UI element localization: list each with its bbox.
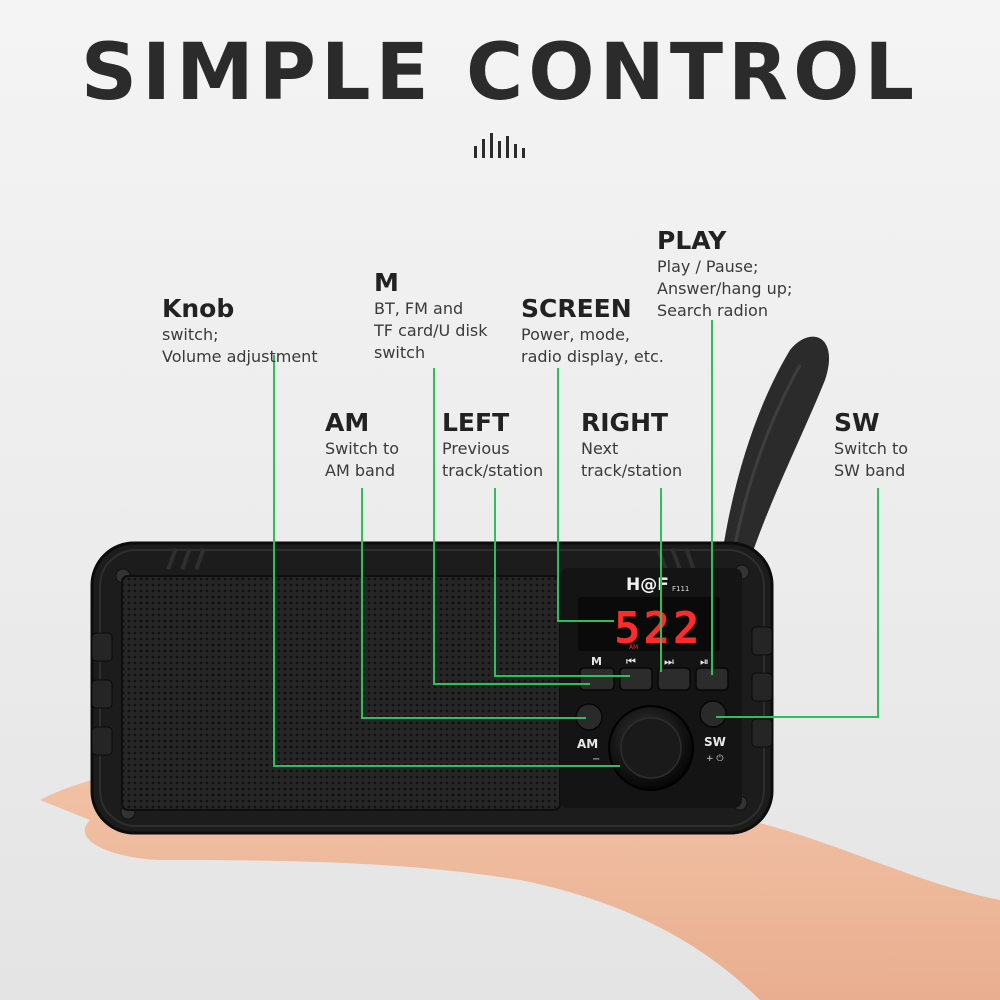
- brand-logo: H@F: [626, 575, 669, 595]
- am-button-label: AM: [577, 737, 598, 751]
- callout-sw-line-2: SW band: [834, 461, 906, 480]
- m-button-label: M: [591, 655, 602, 668]
- callout-play-line-1: Play / Pause;: [657, 257, 759, 276]
- callout-screen-title: SCREEN: [521, 294, 632, 323]
- callout-right: RIGHT Next track/station: [581, 408, 682, 482]
- callout-knob-line-1: switch;: [162, 325, 219, 344]
- callout-right-title: RIGHT: [581, 408, 669, 437]
- sw-button[interactable]: [699, 700, 727, 728]
- prev-glyph: ⏮: [626, 655, 636, 668]
- knob-minus-label: −: [592, 754, 600, 765]
- callout-right-line-2: track/station: [581, 461, 683, 480]
- callout-am-line-1: Switch to: [325, 439, 400, 458]
- callout-sw: SW Switch to SW band: [834, 408, 908, 482]
- callout-am: AM Switch to AM band: [325, 408, 399, 482]
- next-glyph: ⏭: [664, 655, 674, 668]
- right-button[interactable]: [657, 667, 691, 691]
- callout-screen-line-2: radio display, etc.: [521, 347, 664, 366]
- callout-m-line-1: BT, FM and: [374, 299, 464, 318]
- speaker-grille: [121, 575, 561, 811]
- callout-am-title: AM: [325, 408, 370, 437]
- callout-left-line-1: Previous: [442, 439, 510, 458]
- callout-sw-title: SW: [834, 408, 880, 437]
- callout-sw-line-1: Switch to: [834, 439, 909, 458]
- callout-play-line-3: Search radion: [657, 301, 768, 320]
- callout-left-title: LEFT: [442, 408, 510, 437]
- sw-button-label: SW: [704, 735, 726, 749]
- callout-screen: SCREEN Power, mode, radio display, etc.: [521, 294, 664, 368]
- play-button[interactable]: [695, 667, 729, 691]
- am-button[interactable]: [575, 703, 603, 731]
- callout-knob-title: Knob: [162, 294, 235, 323]
- callout-play-title: PLAY: [657, 226, 727, 255]
- page-title: SIMPLE CONTROL: [80, 28, 920, 118]
- callout-am-line-2: AM band: [325, 461, 396, 480]
- sw-power-label: + ⏻: [706, 753, 724, 764]
- left-button[interactable]: [619, 667, 653, 691]
- callout-play-line-2: Answer/hang up;: [657, 279, 793, 298]
- callout-left: LEFT Previous track/station: [442, 408, 543, 482]
- sound-bars-icon: [474, 133, 525, 158]
- callout-m: M BT, FM and TF card/U disk switch: [374, 268, 488, 364]
- callout-play: PLAY Play / Pause; Answer/hang up; Searc…: [657, 226, 792, 322]
- play-glyph: ⏯: [700, 655, 709, 668]
- callout-screen-line-1: Power, mode,: [521, 325, 631, 344]
- callout-m-title: M: [374, 268, 399, 297]
- callout-left-line-2: track/station: [442, 461, 544, 480]
- callout-m-line-2: TF card/U disk: [374, 321, 488, 340]
- m-button[interactable]: [579, 667, 615, 691]
- callout-right-line-1: Next: [581, 439, 619, 458]
- led-digits: 522: [614, 603, 702, 654]
- model-label: F111: [672, 585, 689, 593]
- callout-knob: Knob switch; Volume adjustment: [162, 294, 318, 368]
- callout-m-line-3: switch: [374, 343, 426, 362]
- callout-knob-line-2: Volume adjustment: [162, 347, 318, 366]
- led-mode: AM: [629, 644, 638, 651]
